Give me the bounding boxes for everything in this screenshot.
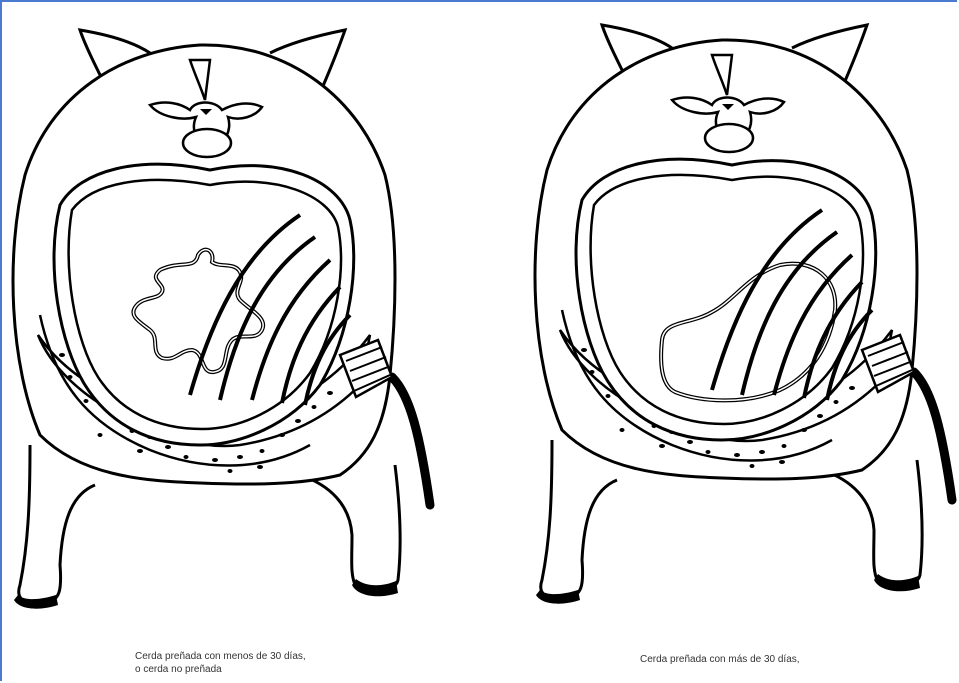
caption-left: Cerda preñada con menos de 30 días, o ce…	[135, 650, 435, 676]
caption-right: Cerda preñada con más de 30 días,	[640, 653, 940, 666]
caption-left-line2: o cerda no preñada	[135, 663, 435, 676]
right-pig-diagram	[535, 25, 952, 604]
left-pig-diagram	[13, 30, 430, 609]
caption-right-line1: Cerda preñada con más de 30 días,	[640, 653, 940, 666]
caption-left-line1: Cerda preñada con menos de 30 días,	[135, 650, 435, 663]
